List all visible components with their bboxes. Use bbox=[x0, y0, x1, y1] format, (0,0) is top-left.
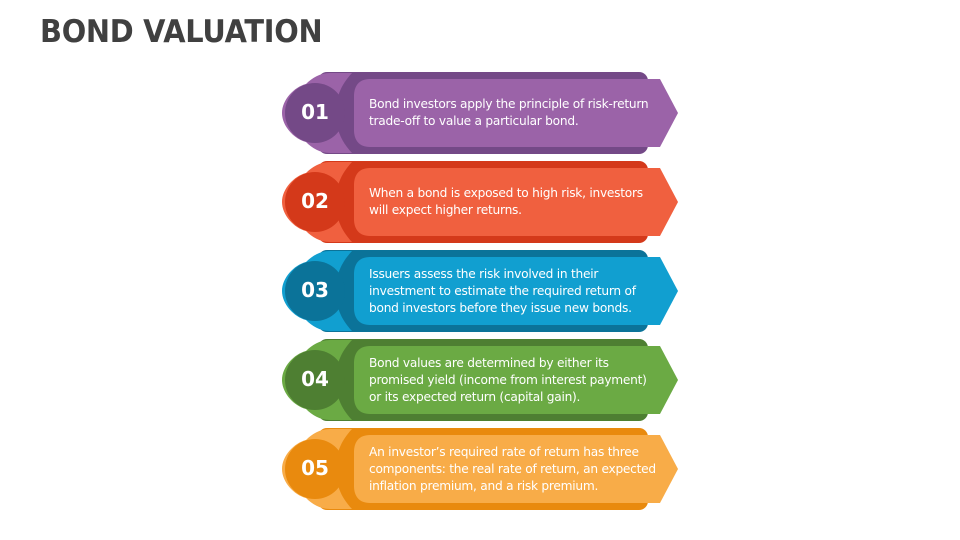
step-description: When a bond is exposed to high risk, inv… bbox=[369, 185, 659, 219]
number-badge-circle bbox=[285, 83, 345, 143]
step-description-line: An investor’s required rate of return ha… bbox=[369, 444, 639, 459]
step-description: Bond values are determined by either its… bbox=[369, 355, 659, 406]
step-description-line: or its expected return (capital gain). bbox=[369, 389, 581, 404]
step-description-line: Issuers assess the risk involved in thei… bbox=[369, 266, 599, 281]
step-number: 02 bbox=[301, 189, 329, 213]
step-shape bbox=[282, 72, 678, 154]
step-shape bbox=[282, 161, 678, 243]
number-badge-circle bbox=[285, 261, 345, 321]
step-item-03: 03 Issuers assess the risk involved in t… bbox=[0, 248, 960, 338]
step-item-01: 01 Bond investors apply the principle of… bbox=[0, 70, 960, 160]
step-description-line: promised yield (income from interest pay… bbox=[369, 372, 647, 387]
step-number: 05 bbox=[301, 456, 329, 480]
step-description-line: bond investors before they issue new bon… bbox=[369, 300, 632, 315]
number-badge-circle bbox=[285, 350, 345, 410]
number-badge-circle bbox=[285, 172, 345, 232]
step-number: 03 bbox=[301, 278, 329, 302]
step-description-line: will expect higher returns. bbox=[369, 203, 522, 217]
step-description-line: inflation premium, and a risk premium. bbox=[369, 478, 599, 493]
step-shape bbox=[282, 339, 678, 421]
step-description-line: investment to estimate the required retu… bbox=[369, 283, 636, 298]
number-badge-circle bbox=[285, 439, 345, 499]
step-shape bbox=[282, 428, 678, 510]
step-description-line: Bond investors apply the principle of ri… bbox=[369, 97, 649, 111]
step-shape bbox=[282, 250, 678, 332]
step-description: Bond investors apply the principle of ri… bbox=[369, 96, 659, 130]
step-number: 01 bbox=[301, 100, 329, 124]
step-description-line: trade-off to value a particular bond. bbox=[369, 114, 579, 128]
step-number: 04 bbox=[301, 367, 329, 391]
step-description-line: components: the real rate of return, an … bbox=[369, 461, 656, 476]
step-description-line: When a bond is exposed to high risk, inv… bbox=[369, 186, 643, 200]
step-item-05: 05 An investor’s required rate of return… bbox=[0, 426, 960, 516]
step-description-line: Bond values are determined by either its bbox=[369, 355, 609, 370]
step-description: An investor’s required rate of return ha… bbox=[369, 444, 659, 495]
slide-title: BOND VALUATION bbox=[40, 14, 323, 50]
step-item-02: 02 When a bond is exposed to high risk, … bbox=[0, 159, 960, 249]
step-item-04: 04 Bond values are determined by either … bbox=[0, 337, 960, 427]
step-description: Issuers assess the risk involved in thei… bbox=[369, 266, 659, 317]
